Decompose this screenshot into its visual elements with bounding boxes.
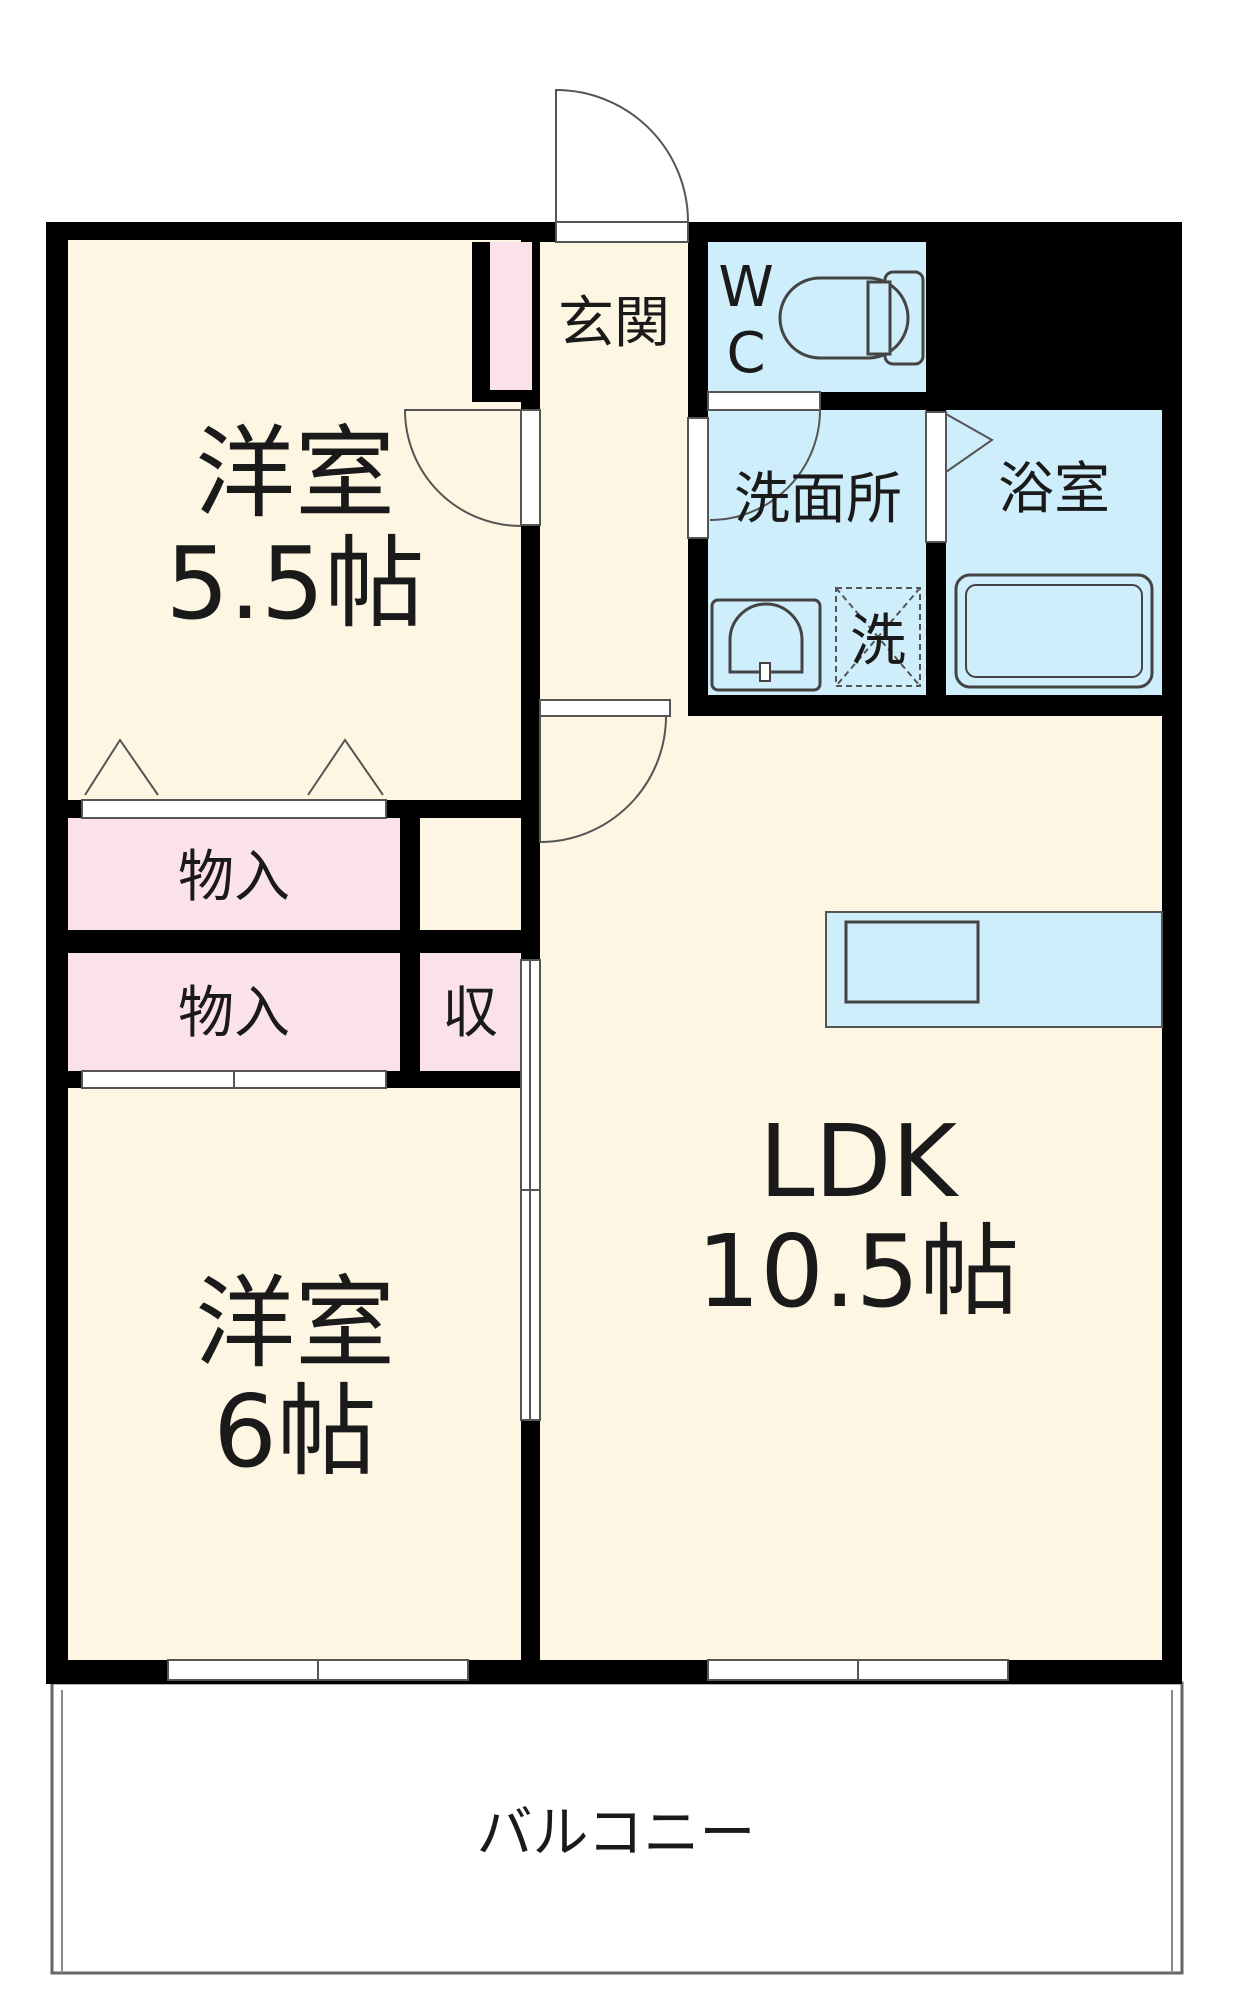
washbasin-icon [710,598,822,692]
balcony-area [50,1681,1184,1975]
washer-label: 洗 [850,609,906,674]
front-door-swing-icon [555,88,689,223]
washroom-label: 洗面所 [734,467,902,532]
room2-size: 6帖 [213,1373,377,1490]
closet-2 [68,953,400,1071]
western-room-1 [68,240,521,800]
room1-name: 洋室 [195,415,395,532]
wc-label-w: W [718,255,773,320]
washer-space-icon [835,587,921,687]
storage-label: 収 [442,981,498,1046]
hallway [540,400,688,700]
ldk-size: 10.5帖 [697,1213,1020,1330]
bath-door-icon [945,413,994,473]
closet1-label: 物入 [178,845,290,910]
toilet-icon [778,270,925,366]
entrance-area [540,242,688,400]
bathroom-label: 浴室 [998,457,1110,522]
closet2-label: 物入 [178,981,290,1046]
western-room-2 [68,1088,521,1660]
storage [420,953,520,1071]
closet-1 [68,818,400,930]
closet-door-icon [84,738,384,796]
ldk-name: LDK [759,1103,960,1220]
shoe-cabinet [490,242,532,390]
ldk-door-swing-icon [539,715,667,844]
room1-door-swing-icon [403,409,522,527]
bathtub-icon [954,573,1154,689]
entrance-label: 玄関 [558,291,670,356]
room1-size: 5.5帖 [165,525,424,642]
room2-name: 洋室 [195,1265,395,1382]
wc-label-c: C [726,321,765,386]
kitchen-counter-icon [825,911,1163,1028]
wc-door-swing-icon [709,409,821,521]
balcony-label: バルコニー [477,1801,756,1866]
